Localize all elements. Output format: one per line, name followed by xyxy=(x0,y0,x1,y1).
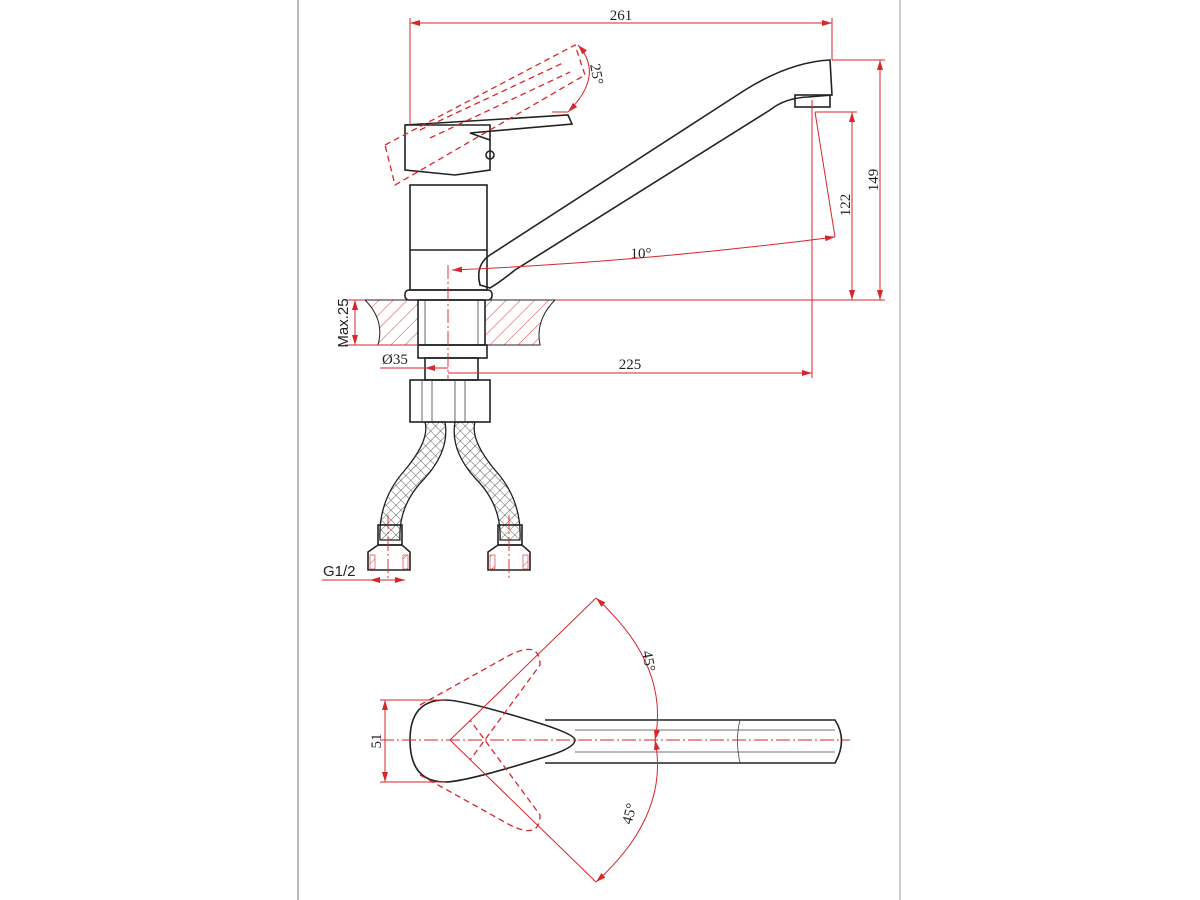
dim-outlet-height: 122 xyxy=(838,194,854,217)
hose-nut-left xyxy=(367,544,411,571)
handle-right-position xyxy=(419,719,541,832)
spout-top xyxy=(545,719,843,764)
handle-tilt-outline xyxy=(384,44,586,186)
dim-shank-diameter: Ø35 xyxy=(382,352,408,368)
dim-rotation-left: 45° xyxy=(638,650,657,673)
hose-left xyxy=(379,421,447,541)
connector-block xyxy=(409,379,491,423)
side-dimensions: 261 149 122 225 10° 25° Max.25 Ø35 G1/2 xyxy=(322,8,885,583)
dim-reach: 225 xyxy=(619,357,642,373)
shank xyxy=(417,299,486,346)
cartridge-cap xyxy=(404,124,491,176)
base-flange xyxy=(404,289,493,301)
dim-handle-width: 51 xyxy=(369,734,385,749)
dim-overall-height: 149 xyxy=(866,169,882,192)
dim-thread: G1/2 xyxy=(323,563,356,580)
countertop-left xyxy=(363,299,419,346)
dim-rotation-right: 45° xyxy=(620,802,641,826)
lever-handle xyxy=(404,114,574,141)
countertop-right xyxy=(484,299,557,346)
hose-right xyxy=(453,421,521,541)
side-view xyxy=(363,44,833,578)
spout xyxy=(477,59,833,289)
dim-handle-tilt: 25° xyxy=(586,63,605,86)
handle-top xyxy=(409,699,576,783)
dim-spout-angle: 10° xyxy=(631,246,652,262)
top-dimensions: 51 45° 45° xyxy=(369,597,850,883)
dim-counter-thickness: Max.25 xyxy=(335,298,352,347)
hose-nut-right xyxy=(487,544,531,571)
faucet-body xyxy=(409,184,488,291)
handle-left-position xyxy=(419,648,541,761)
dim-overall-length: 261 xyxy=(610,8,633,24)
lock-nut xyxy=(417,344,488,359)
